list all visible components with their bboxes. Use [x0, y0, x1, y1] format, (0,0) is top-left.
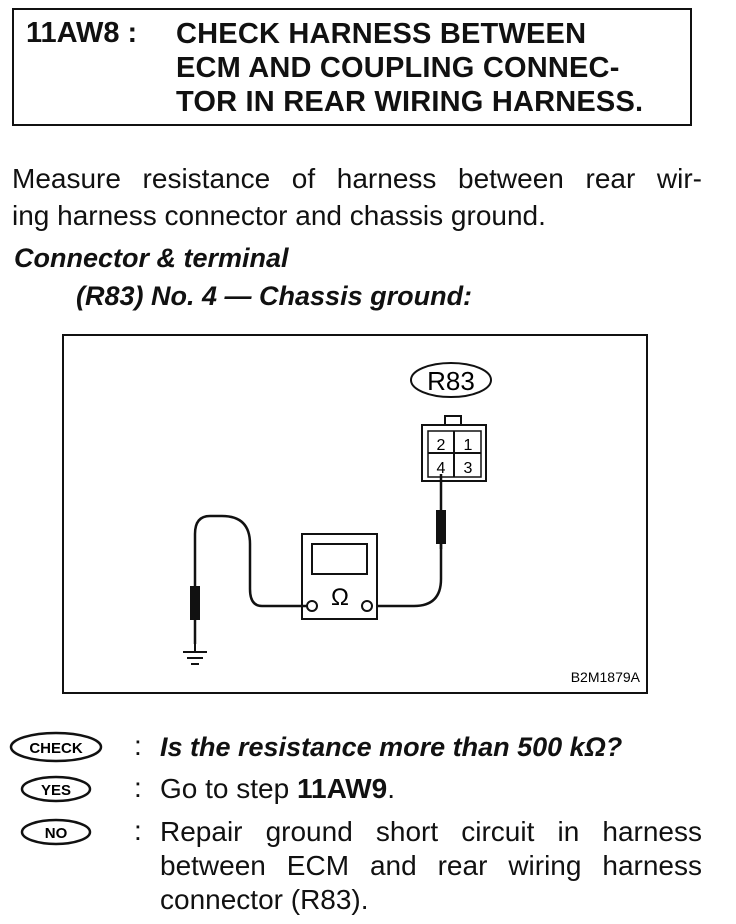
lead-to-meter-right [374, 544, 443, 608]
no-text-line-2: between ECM and rear wiring harness [160, 850, 702, 881]
connector-r83: 2 1 4 3 [421, 415, 487, 482]
no-badge-label: NO [45, 825, 68, 842]
terminal-4: 4 [437, 460, 446, 477]
yes-badge: YES [20, 775, 92, 803]
connector-terminal-heading: Connector & terminal [14, 243, 289, 273]
step-header-box: 11AW8 : CHECK HARNESS BETWEEN ECM AND CO… [12, 8, 692, 126]
no-text-line-1: Repair ground short circuit in harness [160, 816, 702, 847]
wiring-diagram: R83 2 1 4 3 Ω B2M1879A [62, 334, 648, 694]
step-title-line-1: CHECK HARNESS BETWEEN [176, 18, 587, 50]
yes-text-prefix: Go to step [160, 773, 297, 804]
no-colon: : [134, 815, 142, 846]
no-badge: NO [20, 818, 92, 846]
yes-row: YES : Go to step 11AW9. [8, 772, 708, 812]
connector-label: R83 [427, 366, 475, 396]
step-title-line-2: ECM AND COUPLING CONNEC- [176, 52, 620, 84]
terminal-2: 2 [437, 437, 446, 454]
instruction-paragraph: Measure resistance of harness between re… [12, 160, 702, 234]
probe-tip-connector [436, 510, 446, 544]
no-text-line-3: connector (R83). [160, 884, 369, 915]
instruction-line-2: ing harness connector and chassis ground… [12, 200, 546, 231]
probe-tip-ground [190, 586, 200, 620]
connector-label-ellipse [410, 362, 492, 398]
connector-terminal-spec: (R83) No. 4 — Chassis ground: [76, 281, 473, 311]
yes-step-ref[interactable]: 11AW9 [296, 773, 388, 804]
lead-to-ground [193, 514, 307, 644]
check-badge: CHECK [9, 731, 103, 763]
check-question: Is the resistance more than 500 kΩ? [160, 732, 623, 762]
meter-display [311, 543, 368, 575]
figure-code: B2M1879A [571, 669, 641, 685]
ohm-symbol: Ω [331, 584, 349, 611]
check-badge-label: CHECK [29, 740, 83, 757]
instruction-line-1: Measure resistance of harness between re… [12, 163, 702, 194]
yes-text: Go to step 11AW9. [160, 772, 395, 806]
no-row: NO : Repair ground short circuit in harn… [8, 815, 708, 915]
yes-text-suffix: . [387, 773, 396, 804]
terminal-1: 1 [464, 437, 473, 454]
meter-terminal-left [306, 600, 318, 612]
meter-terminal-right [361, 600, 373, 612]
step-title: CHECK HARNESS BETWEEN ECM AND COUPLING C… [176, 17, 643, 119]
diagram-frame [62, 334, 648, 694]
step-id: 11AW8 : [26, 17, 138, 49]
chassis-ground-icon [183, 644, 207, 665]
terminal-3: 3 [464, 460, 473, 477]
check-colon: : [134, 730, 142, 761]
no-text: Repair ground short circuit in harness b… [160, 815, 702, 917]
check-row: CHECK : Is the resistance more than 500 … [8, 730, 708, 770]
ohmmeter: Ω [301, 533, 378, 620]
step-title-line-3: TOR IN REAR WIRING HARNESS. [176, 86, 644, 118]
yes-badge-label: YES [41, 782, 71, 799]
yes-colon: : [134, 772, 142, 803]
